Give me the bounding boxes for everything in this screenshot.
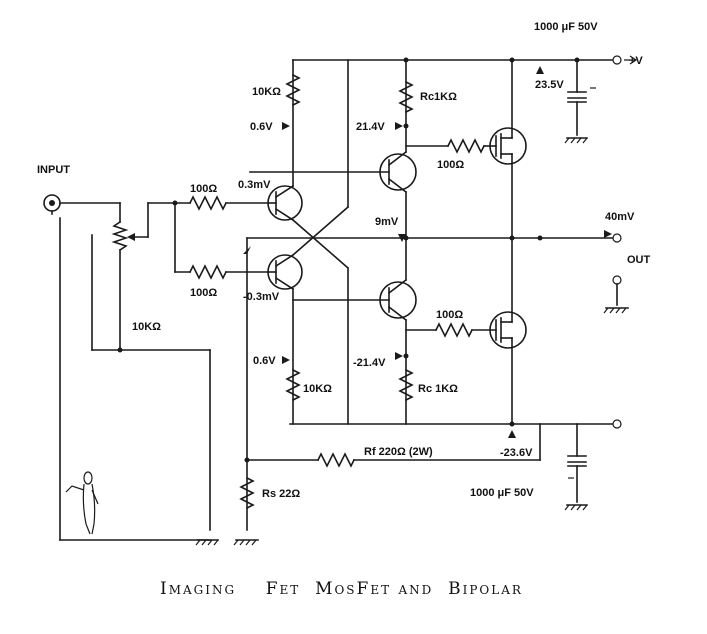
emitter-resistor-bottom — [282, 356, 301, 402]
transistor-q2 — [267, 253, 303, 425]
label-v-c-bottom: -21.4V — [353, 357, 386, 369]
label-r-in-top: 100Ω — [190, 183, 217, 195]
label-r-in-bottom: 100Ω — [190, 287, 217, 299]
label-v-c-top: 21.4V — [356, 121, 385, 133]
input-connector — [43, 194, 121, 541]
capacitor-bottom — [508, 423, 588, 506]
top-rail — [292, 55, 638, 65]
label-v-e-top: 0.6V — [250, 121, 273, 133]
mosfet-bottom — [489, 237, 527, 427]
label-cap-bottom: 1000 μF 50V — [470, 487, 534, 499]
label-r-e-bottom: 10KΩ — [303, 383, 332, 395]
capacitor-top — [536, 57, 596, 139]
label-input: INPUT — [37, 164, 70, 176]
label-rc-top: Rc1KΩ — [420, 91, 457, 103]
gate-resistor-bottom — [405, 322, 497, 338]
collector-resistor-top — [395, 57, 414, 130]
transistor-q1 — [267, 59, 303, 222]
ground-symbols — [195, 137, 627, 546]
source-resistor — [235, 246, 259, 541]
input-resistor-top — [147, 195, 269, 211]
mid-node-wire — [246, 234, 543, 531]
transistor-q4 — [292, 237, 417, 425]
label-v-out: 40mV — [605, 211, 635, 223]
label-v-bottom-rail: -23.6V — [500, 447, 533, 459]
label-pot: 10KΩ — [132, 321, 161, 333]
label-r-g-bottom: 100Ω — [436, 309, 463, 321]
label-rf: Rf 220Ω (2W) — [364, 446, 433, 458]
emitter-resistor-top — [282, 73, 301, 130]
stick-figure-illustration — [65, 471, 99, 535]
label-v-base-bottom: -0.3mV — [243, 291, 280, 303]
label-v-top-rail: 23.5V — [535, 79, 564, 91]
figure-caption: Imaging Fet MosFet and Bipolar — [160, 579, 523, 599]
collector-resistor-bottom — [395, 352, 414, 402]
label-v-base-top: 0.3mV — [238, 179, 271, 191]
label-v-e-bottom: 0.6V — [253, 355, 276, 367]
feedback-resistor — [244, 423, 541, 468]
left-ground-wiring — [59, 234, 219, 541]
gate-resistor-top — [405, 138, 497, 154]
label-rs: Rs 22Ω — [262, 488, 300, 500]
label-out: OUT — [627, 254, 651, 266]
transistor-q3 — [249, 59, 417, 239]
label-v-mid: 9mV — [375, 216, 399, 228]
bottom-rail — [289, 419, 622, 429]
label-r-g-top: 100Ω — [437, 159, 464, 171]
label-rc-bottom: Rc 1KΩ — [418, 383, 458, 395]
cross-coupling — [291, 59, 350, 425]
mosfet-top — [489, 57, 527, 239]
label-r-e-top: 10KΩ — [252, 86, 281, 98]
input-resistor-bottom — [174, 202, 269, 280]
label-plus-v: +V — [629, 55, 643, 67]
output-terminal — [539, 230, 629, 309]
label-cap-top: 1000 μF 50V — [534, 21, 598, 33]
